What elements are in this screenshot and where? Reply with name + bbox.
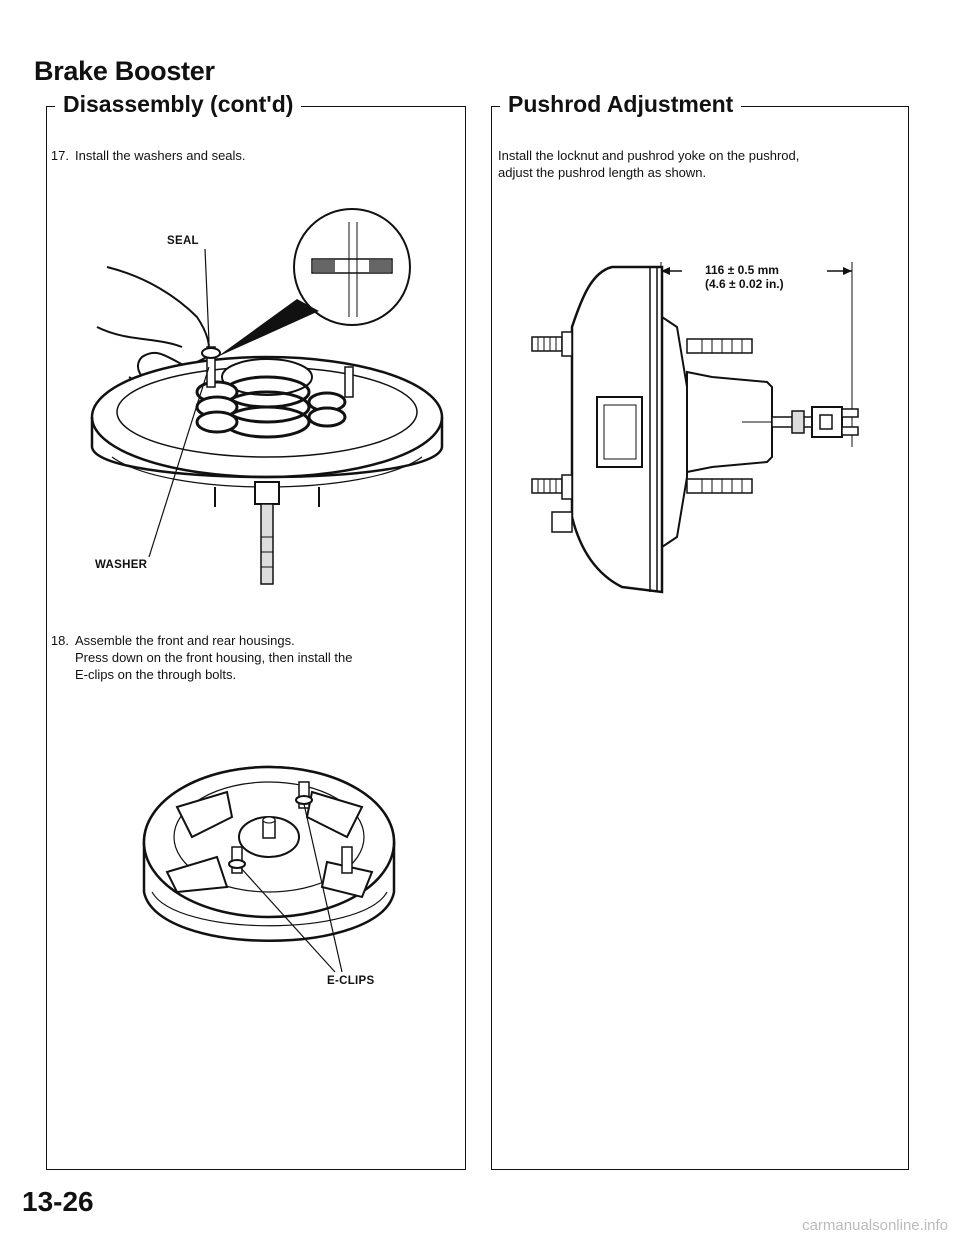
seal-label: SEAL xyxy=(167,235,199,247)
dimension-label: 116 ± 0.5 mm (4.6 ± 0.02 in.) xyxy=(705,263,784,291)
step-18: 18. Assemble the front and rear housings… xyxy=(41,632,353,683)
page-number: 13-26 xyxy=(22,1186,94,1217)
disassembly-title: Disassembly (cont'd) xyxy=(55,91,302,118)
disassembly-panel: Disassembly (cont'd) 17. Install the wash… xyxy=(46,91,466,1170)
step-18-line2: Press down on the front housing, then in… xyxy=(75,650,353,665)
page-title: Brake Booster xyxy=(34,56,215,86)
pushrod-illustration xyxy=(531,262,859,594)
dimension-mm: 116 ± 0.5 mm xyxy=(705,263,779,277)
pushrod-panel: Pushrod Adjustment Install the locknut a… xyxy=(491,91,909,1170)
housing-eclip-illustration xyxy=(142,765,396,973)
eclips-label: E-CLIPS xyxy=(327,975,375,987)
step-17-text: Install the washers and seals. xyxy=(75,148,246,163)
step-17-number: 17. xyxy=(50,148,69,163)
washer-label: WASHER xyxy=(95,559,148,571)
pushrod-line2: adjust the pushrod length as shown. xyxy=(498,165,707,180)
step-17: 17. Install the washers and seals. xyxy=(41,147,246,164)
watermark: carmanualsonline.info xyxy=(802,1217,948,1234)
dimension-in: (4.6 ± 0.02 in.) xyxy=(705,277,784,291)
pushrod-instructions: Install the locknut and pushrod yoke on … xyxy=(498,147,799,181)
pushrod-title: Pushrod Adjustment xyxy=(500,91,742,118)
washer-seal-illustration xyxy=(90,208,444,585)
step-18-number: 18. xyxy=(50,633,69,648)
pushrod-line1: Install the locknut and pushrod yoke on … xyxy=(498,148,800,163)
step-18-line1: Assemble the front and rear housings. xyxy=(75,633,295,648)
step-18-line3: E-clips on the through bolts. xyxy=(75,667,237,682)
